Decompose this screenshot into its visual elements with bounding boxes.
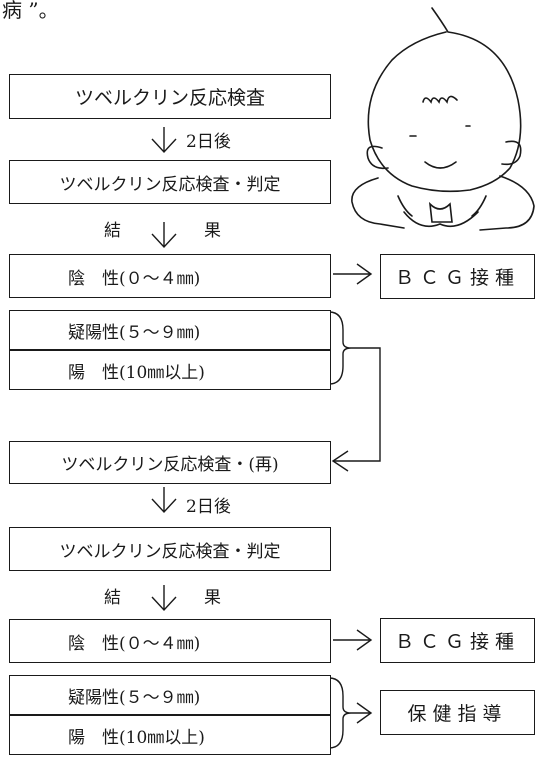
baby-illustration	[351, 7, 535, 231]
step-tuberculin-judgement-2: ツベルクリン反応検査・判定	[9, 527, 331, 571]
bcg-vaccination-box-2: ＢＣＧ接種	[380, 618, 535, 663]
bcg-vaccination-box-1: ＢＣＧ接種	[380, 254, 535, 299]
after-days-label-1: 2日後	[186, 132, 231, 152]
after-days-label-2: 2日後	[186, 497, 231, 517]
right-arrow-bcg-2	[333, 629, 373, 651]
result-label-right-1: 果	[204, 221, 221, 241]
retest-loop-line	[333, 347, 381, 462]
retest-arrow-head	[331, 450, 349, 472]
step-tuberculin-judgement: ツベルクリン反応検査・判定	[9, 160, 331, 204]
result-label-left-2: 結	[104, 588, 121, 608]
result-suspected-positive-2: 疑陽性(５～９㎜)	[9, 675, 331, 715]
result-suspected-positive-1: 疑陽性(５～９㎜)	[9, 310, 331, 350]
result-negative-1: 陰 性(０～４㎜)	[9, 254, 331, 298]
health-guidance-box: 保健指導	[380, 690, 535, 735]
result-label-right-2: 果	[204, 588, 221, 608]
step-tuberculin-test: ツベルクリン反応検査	[9, 74, 331, 119]
down-arrow-4	[151, 585, 177, 612]
result-negative-2: 陰 性(０～４㎜)	[9, 619, 331, 663]
down-arrow-2	[151, 222, 177, 249]
result-positive-2: 陽 性(10㎜以上)	[9, 715, 331, 755]
down-arrow-1	[151, 127, 177, 154]
step-tuberculin-retest: ツベルクリン反応検査・(再)	[9, 441, 331, 484]
result-positive-1: 陽 性(10㎜以上)	[9, 350, 331, 390]
brace-2	[328, 677, 352, 749]
header-fragment: 病 ”。	[2, 0, 59, 22]
right-arrow-bcg-1	[333, 263, 373, 285]
down-arrow-3	[151, 487, 177, 514]
result-label-left-1: 結	[104, 221, 121, 241]
right-arrow-guidance	[351, 702, 373, 724]
brace-1	[328, 311, 352, 385]
